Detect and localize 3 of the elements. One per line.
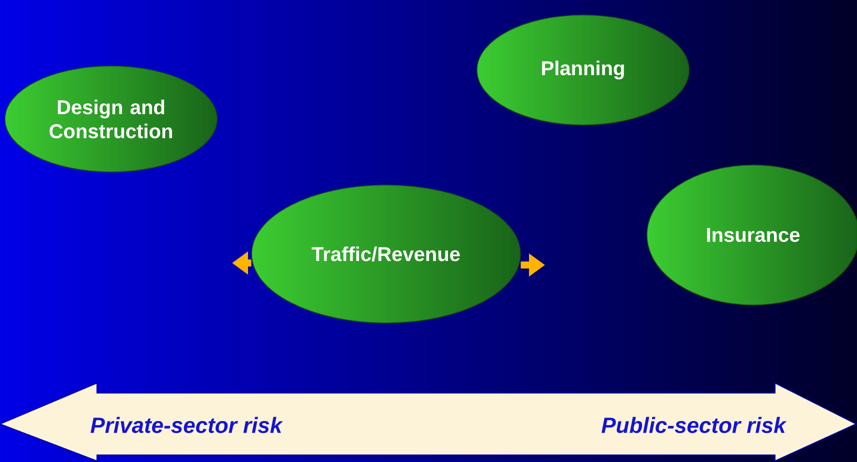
band-label: Public-sector risk xyxy=(602,416,787,434)
band-label: Private-sector risk xyxy=(90,416,284,434)
double-arrow-band xyxy=(0,382,857,462)
